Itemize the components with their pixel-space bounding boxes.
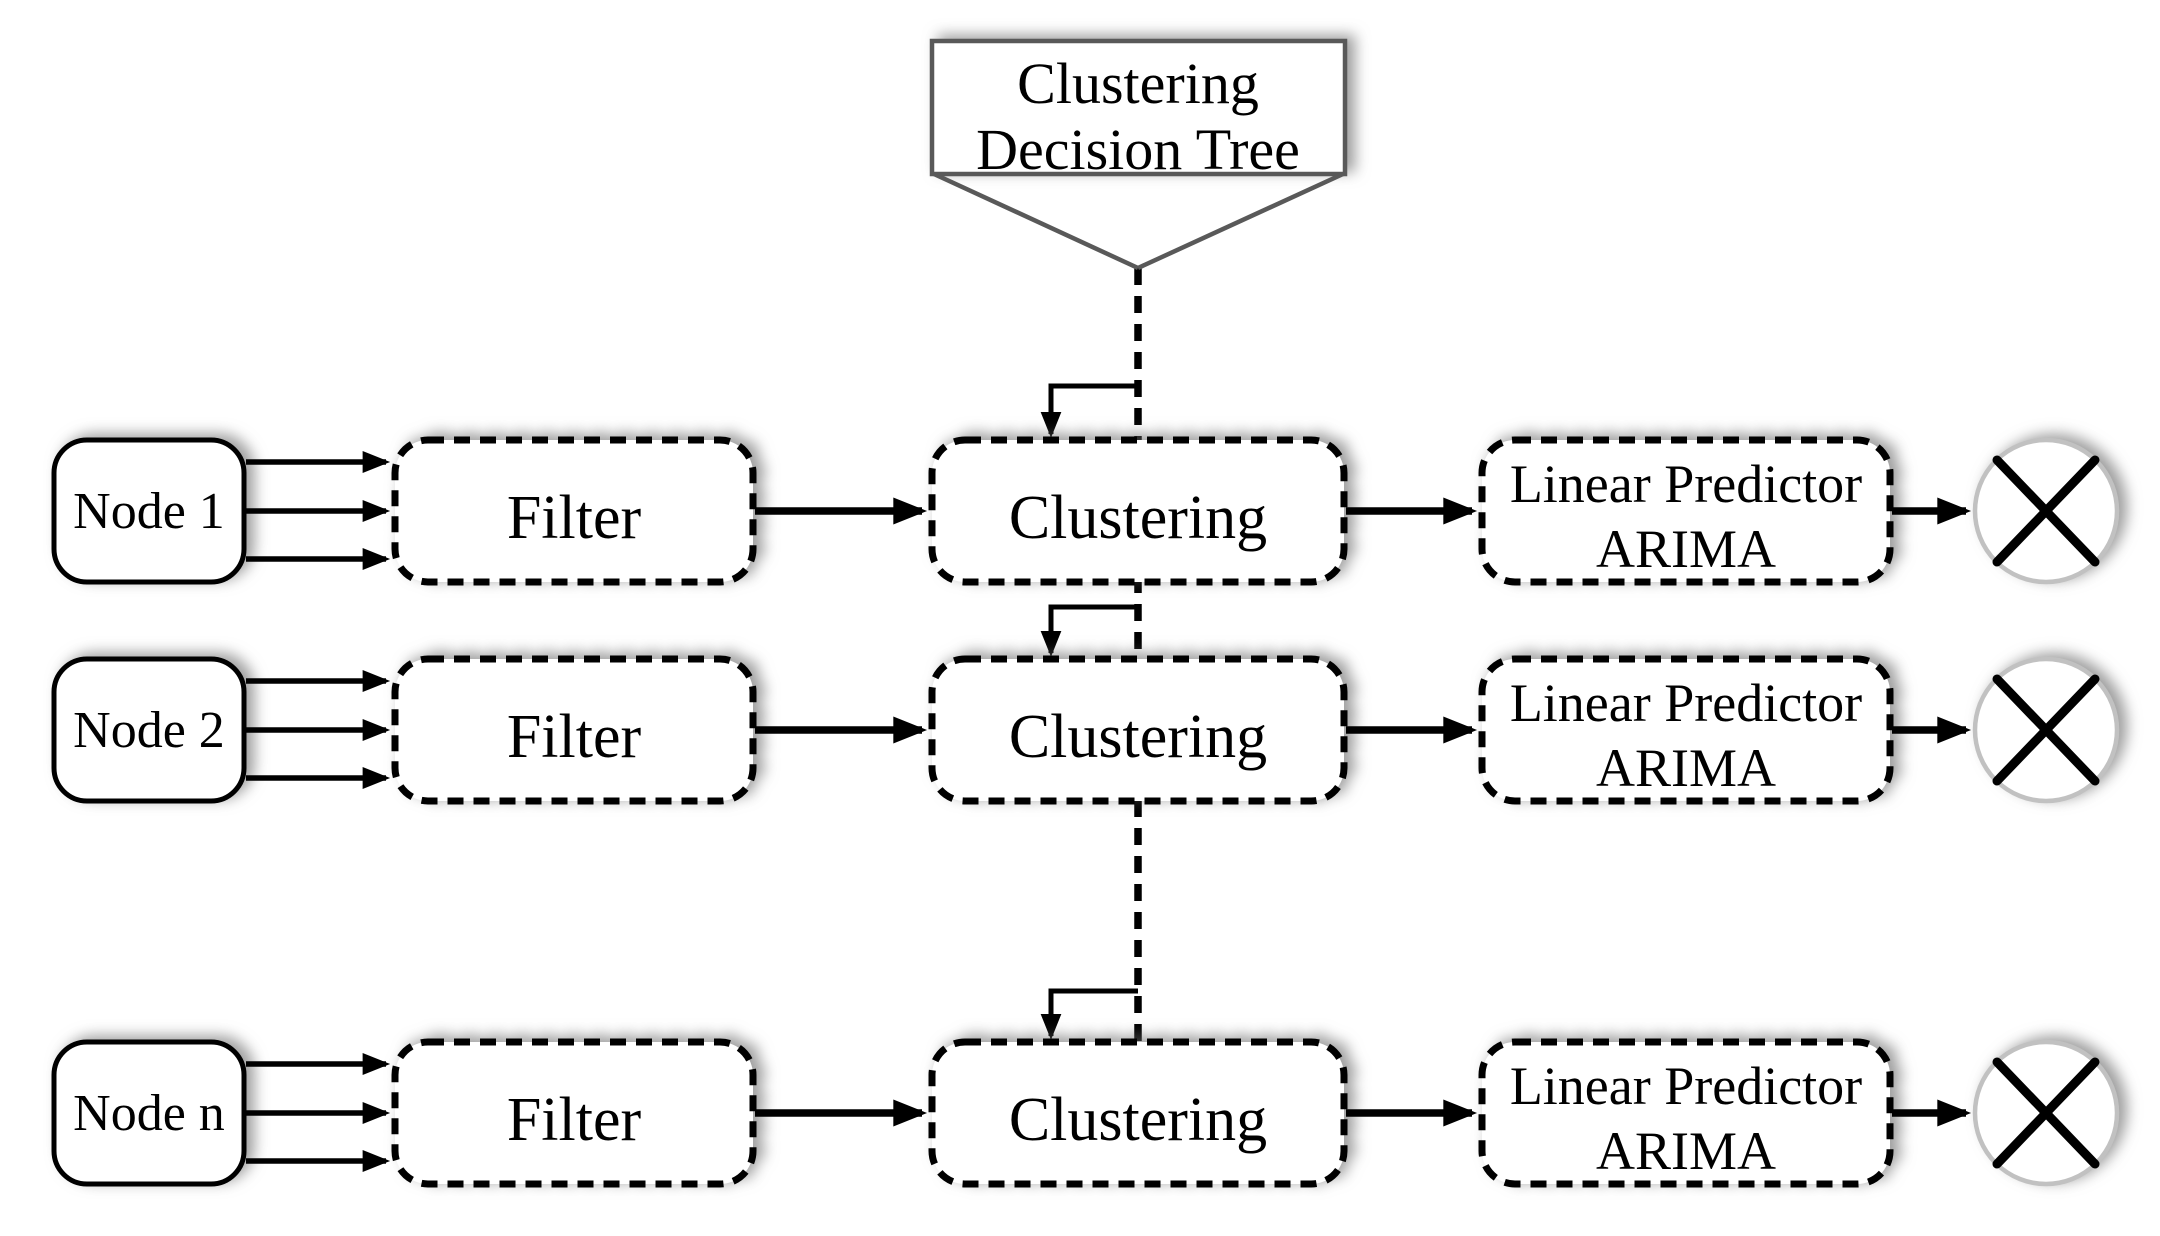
circle-x-multiplier-icon bbox=[1972, 656, 2120, 804]
callout-label-line2: Decision Tree bbox=[976, 117, 1300, 182]
predictor-label-line1: Linear Predictor bbox=[1510, 673, 1862, 733]
filter-label: Filter bbox=[507, 1086, 642, 1154]
feed-elbow-arrow-row3 bbox=[1040, 988, 1138, 1040]
circle-x-multiplier-icon bbox=[1972, 1039, 2120, 1187]
node-label: Node n bbox=[73, 1085, 225, 1142]
callout-pointer bbox=[933, 171, 1344, 271]
linear-predictor-box bbox=[1478, 436, 1894, 586]
x-mark-stroke-2 bbox=[1992, 455, 2100, 567]
predictor-label-line1: Linear Predictor bbox=[1510, 1056, 1862, 1116]
pipeline-row-2: Node 2 Filter Clustering Linear Predicto… bbox=[51, 655, 2120, 805]
predictor-label-line1: Linear Predictor bbox=[1510, 454, 1862, 514]
x-mark-stroke-2 bbox=[1992, 1057, 2100, 1169]
callout-clustering-decision-tree: Clustering Decision Tree bbox=[929, 38, 1348, 271]
pipeline-row-3: Node n Filter Clustering Linear Predicto… bbox=[51, 1038, 2120, 1188]
clustering-label: Clustering bbox=[1009, 703, 1267, 771]
linear-predictor-box bbox=[1478, 1038, 1894, 1188]
node-box bbox=[51, 437, 247, 585]
circle-x-multiplier-icon bbox=[1972, 437, 2120, 585]
filter-box bbox=[391, 655, 757, 805]
filter-label: Filter bbox=[507, 484, 642, 552]
clustering-label: Clustering bbox=[1009, 1086, 1267, 1154]
linear-predictor-box bbox=[1478, 655, 1894, 805]
callout-label-line1: Clustering bbox=[1017, 51, 1259, 116]
predictor-label-line2: ARIMA bbox=[1596, 519, 1776, 579]
node-box bbox=[51, 656, 247, 804]
feed-elbow-arrow-row1 bbox=[1040, 383, 1138, 438]
filter-box bbox=[391, 436, 757, 586]
feed-elbow-arrow-row2 bbox=[1040, 604, 1138, 657]
filter-box bbox=[391, 1038, 757, 1188]
node-label: Node 1 bbox=[73, 483, 225, 540]
x-mark-stroke-2 bbox=[1992, 674, 2100, 786]
node-label: Node 2 bbox=[73, 702, 225, 759]
clustering-box bbox=[928, 1038, 1348, 1188]
predictor-label-line2: ARIMA bbox=[1596, 738, 1776, 798]
clustering-box bbox=[928, 436, 1348, 586]
pipeline-row-1: Node 1 Filter Clustering Linear Predicto… bbox=[51, 436, 2120, 586]
node-box bbox=[51, 1039, 247, 1187]
clustering-label: Clustering bbox=[1009, 484, 1267, 552]
clustering-box bbox=[928, 655, 1348, 805]
callout-box bbox=[929, 38, 1348, 177]
filter-label: Filter bbox=[507, 703, 642, 771]
predictor-label-line2: ARIMA bbox=[1596, 1121, 1776, 1181]
